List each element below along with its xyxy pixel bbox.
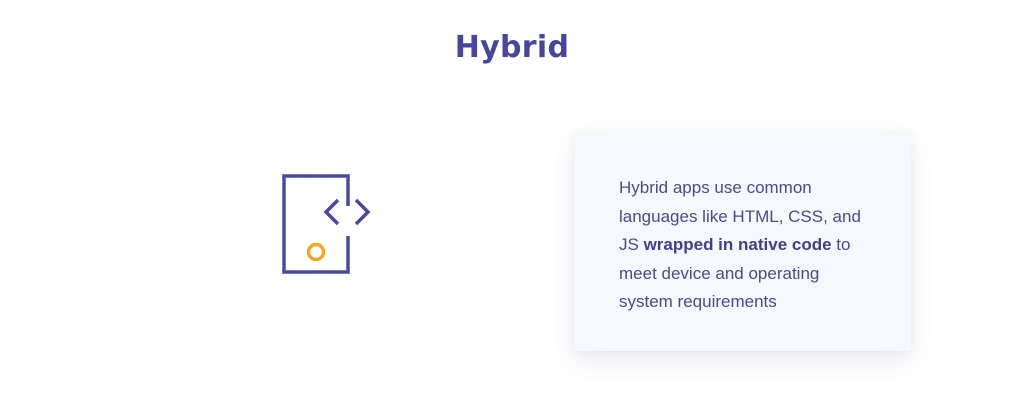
phone-frame-icon bbox=[282, 174, 350, 274]
description-text: Hybrid apps use common languages like HT… bbox=[619, 174, 871, 317]
hybrid-app-icon bbox=[278, 170, 378, 280]
home-button-icon bbox=[306, 242, 326, 262]
code-bracket-right-icon bbox=[354, 198, 371, 226]
code-bracket-left-icon bbox=[323, 198, 340, 226]
description-card: Hybrid apps use common languages like HT… bbox=[574, 131, 911, 351]
description-text-bold: wrapped in native code bbox=[643, 235, 832, 254]
description-text-start: Hybrid apps use common languages like HT… bbox=[619, 178, 861, 254]
description-text-end: to meet device and operating system requ… bbox=[619, 235, 851, 311]
section-title: Hybrid bbox=[454, 30, 570, 65]
